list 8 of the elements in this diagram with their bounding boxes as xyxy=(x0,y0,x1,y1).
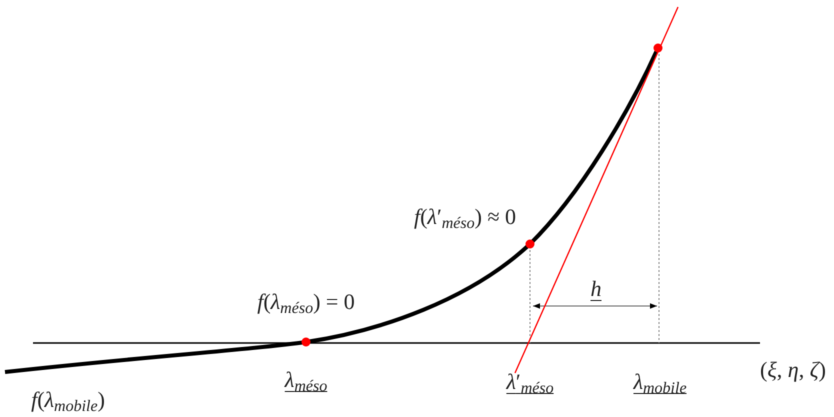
math-label: f(λ′$_{méso}$) ≈ 0 xyxy=(414,206,516,228)
math-label: h xyxy=(590,278,602,300)
math-label: λ$_{mobile}$ xyxy=(633,371,687,393)
math-label: (ξ, η, ζ) xyxy=(760,359,826,381)
math-label: λ′$_{méso}$ xyxy=(506,371,554,393)
math-label: λ$_{méso}$ xyxy=(284,369,328,391)
math-label: f(λ$_{mobile}$) xyxy=(31,389,105,411)
math-label: f(λ$_{méso}$) = 0 xyxy=(257,291,355,313)
